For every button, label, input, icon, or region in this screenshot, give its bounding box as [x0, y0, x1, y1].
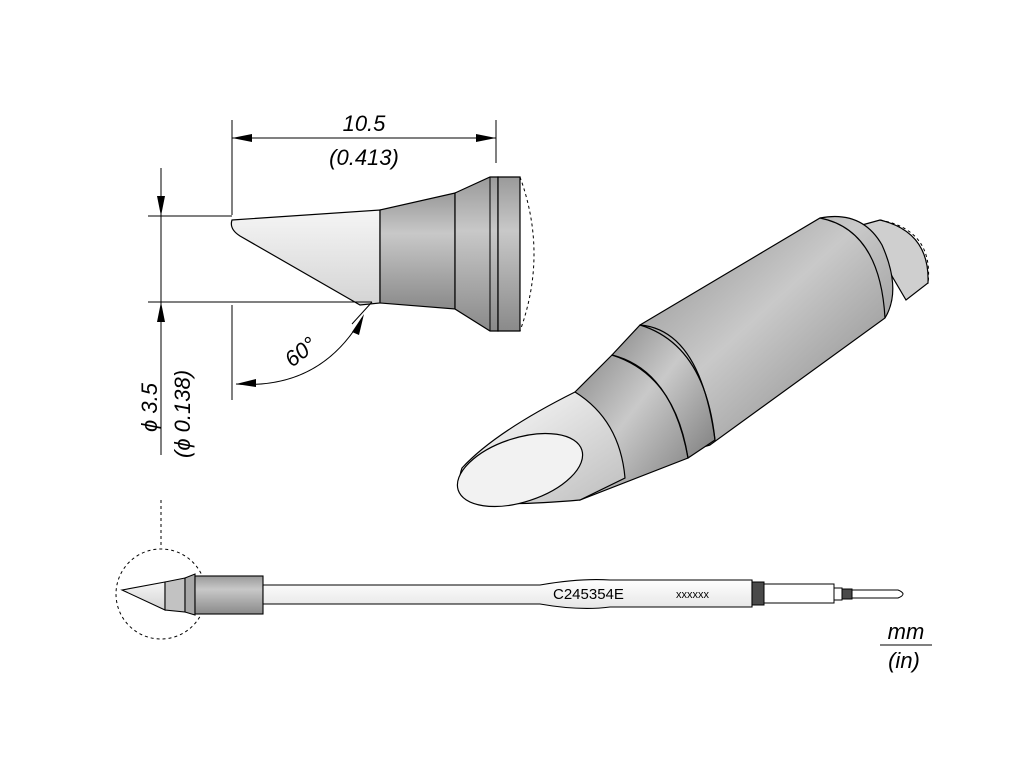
length-mm-label: 10.5: [343, 111, 387, 136]
tip-shank: [497, 176, 521, 332]
full-tip-view: C245354E xxxxxx: [115, 500, 904, 640]
length-dimension: 10.5 (0.413): [231, 111, 497, 215]
diameter-in-label: (ϕ 0.138): [170, 370, 195, 458]
angle-label: 60°: [280, 332, 322, 372]
tip-collar: [454, 176, 499, 332]
units-legend: mm (in): [880, 619, 932, 673]
side-view: [230, 176, 535, 332]
perspective-view: [456, 215, 930, 508]
tip-holder: [194, 575, 264, 615]
tip-body: [379, 192, 456, 310]
length-in-label: (0.413): [329, 145, 399, 170]
shaft: [262, 579, 753, 609]
part-number-label: C245354E: [553, 586, 624, 603]
diameter-dimension: ϕ 3.5 (ϕ 0.138): [137, 168, 372, 458]
units-secondary-label: (in): [888, 648, 920, 673]
bevel-face-3d: [456, 432, 584, 508]
angle-dimension: 60°: [231, 301, 373, 400]
diameter-mm-label: ϕ 3.5: [137, 382, 162, 432]
units-primary-label: mm: [888, 619, 925, 644]
tip-cone: [230, 209, 381, 306]
serial-placeholder-label: xxxxxx: [676, 589, 710, 601]
